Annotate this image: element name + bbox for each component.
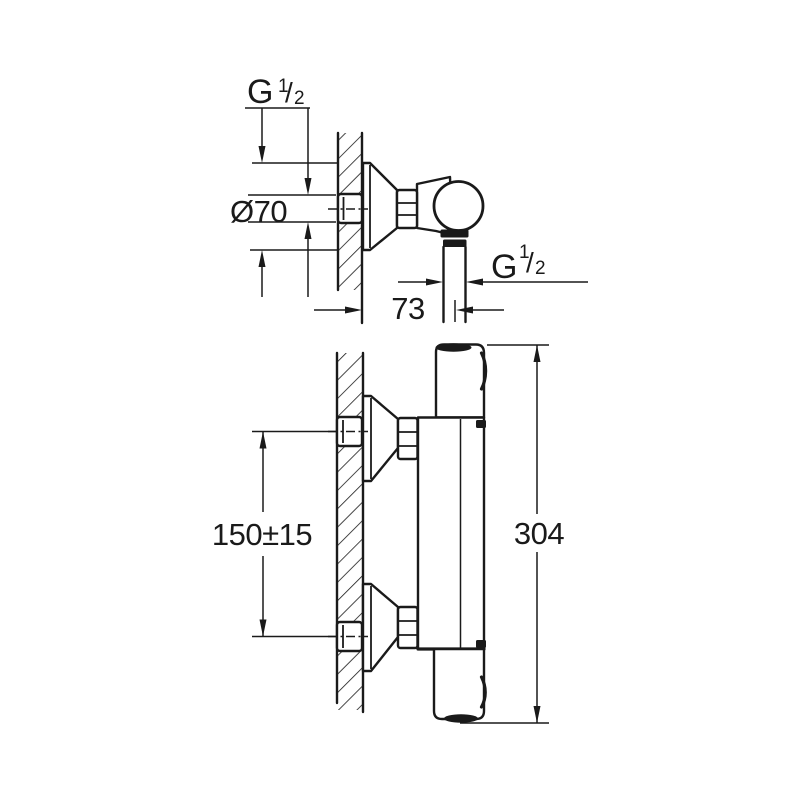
thread-size-callout-top: G 1 / 2 bbox=[247, 73, 305, 111]
valve-body-front bbox=[416, 416, 486, 651]
escutcheon-cone-lower bbox=[361, 582, 400, 673]
thread-label-slash: / bbox=[526, 247, 534, 278]
front-view: 150±15 304 bbox=[212, 343, 565, 724]
top-view-side: G 1 / 2 Ø70 G 1 / 2 73 bbox=[230, 73, 588, 326]
dim-arrow-right bbox=[426, 278, 443, 286]
check-valve-tab-lower bbox=[476, 640, 486, 648]
temperature-knob-bottom bbox=[432, 647, 486, 721]
escutcheon-cone bbox=[361, 161, 399, 252]
valve-top-cap bbox=[434, 343, 486, 419]
knob-grip-ridge-bottom bbox=[479, 675, 487, 709]
thread-label-g: G bbox=[247, 73, 273, 111]
thread-label-denominator: 2 bbox=[294, 88, 305, 109]
inlet-spacing-dimension: 150±15 bbox=[212, 517, 312, 552]
wall-hatch-front-view bbox=[337, 353, 363, 710]
thread-label-denominator: 2 bbox=[535, 258, 546, 279]
escutcheon-cone-upper bbox=[361, 394, 400, 483]
dim-arrow-up bbox=[258, 250, 266, 267]
overall-height-dimension: 304 bbox=[514, 516, 564, 551]
dim-arrow-down bbox=[304, 178, 312, 195]
valve-top-face bbox=[435, 343, 472, 352]
dim-arrow-left bbox=[456, 306, 473, 314]
knob-bottom-face bbox=[444, 714, 478, 723]
hex-nut bbox=[395, 188, 419, 230]
dim-arrow-up bbox=[304, 222, 312, 239]
outlet-thread-callout: G 1 / 2 bbox=[491, 242, 546, 286]
thread-label-numerator: 1 bbox=[519, 242, 530, 263]
outlet-offset-dimension: 73 bbox=[391, 291, 424, 326]
hex-nut-lower bbox=[396, 605, 419, 650]
dim-arrow-left bbox=[466, 278, 483, 286]
escutcheon-diameter-label: Ø70 bbox=[230, 194, 287, 229]
dim-arrow-down bbox=[259, 619, 267, 637]
thread-label-slash: / bbox=[285, 77, 293, 108]
hex-nut-upper bbox=[396, 416, 419, 461]
outlet-collar-band bbox=[440, 229, 469, 238]
dim-arrow-right bbox=[345, 306, 362, 314]
check-valve-tab-upper bbox=[476, 420, 486, 428]
thermostat-knob-circle bbox=[432, 180, 485, 232]
outlet-collar-band bbox=[443, 239, 467, 247]
dim-arrow-down bbox=[533, 706, 541, 723]
thread-label-numerator: 1 bbox=[278, 76, 289, 97]
dim-arrow-up bbox=[533, 345, 541, 362]
thread-label-g: G bbox=[491, 248, 517, 286]
dim-arrow-up bbox=[259, 431, 267, 449]
knob-grip-ridge-top bbox=[479, 351, 488, 391]
dim-arrow-down bbox=[258, 146, 266, 163]
